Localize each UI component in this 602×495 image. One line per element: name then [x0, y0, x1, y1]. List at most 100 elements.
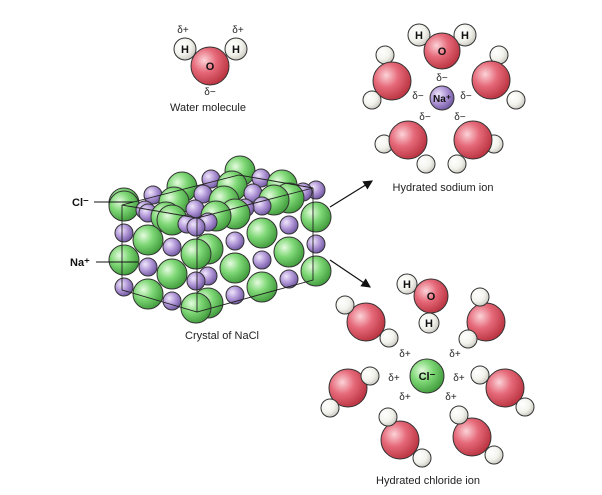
chloride-water-hydrogen	[458, 329, 478, 349]
water-hydrogen-left	[173, 37, 197, 61]
crystal-sodium-ion	[162, 291, 182, 311]
crystal-sodium-ion	[186, 271, 206, 291]
crystal-chloride-ion	[180, 292, 212, 324]
chloride-water-o: O	[427, 291, 436, 303]
na-ion-label: Na⁺	[70, 257, 90, 269]
chloride-delta-4: δ+	[453, 373, 465, 384]
sodium-ion-label: Na⁺	[433, 94, 451, 105]
chloride-delta-6: δ+	[445, 392, 457, 403]
water-h-right-label: H	[232, 44, 240, 56]
nacl-crystal: Cl⁻ Na⁺ Crystal of NaCl	[70, 155, 332, 342]
crystal-chloride-ion	[180, 238, 212, 270]
chloride-water-h-bottom: H	[425, 318, 433, 330]
sodium-water-oxygen	[471, 60, 511, 100]
crystal-caption: Crystal of NaCl	[185, 330, 259, 342]
crystal-sodium-ion	[114, 277, 134, 297]
crystal-chloride-ion	[300, 255, 332, 287]
chloride-water-oxygen	[346, 302, 386, 342]
chloride-delta-3: δ+	[388, 373, 400, 384]
sodium-delta-left: δ−	[412, 91, 424, 102]
crystal-sodium-ion	[306, 234, 326, 254]
crystal-sodium-ion	[279, 269, 299, 289]
sodium-water-oxygen	[453, 120, 493, 160]
sodium-delta-bottom-left: δ−	[419, 112, 431, 123]
water-h-left-label: H	[181, 44, 189, 56]
crystal-lattice	[108, 155, 332, 324]
chloride-water-oxygen	[380, 420, 420, 460]
sodium-water-hydrogen	[453, 23, 477, 47]
crystal-sodium-ion	[225, 285, 245, 305]
crystal-chloride-ion	[156, 258, 188, 290]
chloride-ion	[409, 358, 445, 394]
chloride-caption: Hydrated chloride ion	[376, 475, 480, 487]
crystal-chloride-ion	[108, 244, 140, 276]
chloride-delta-2: δ+	[449, 349, 461, 360]
arrow-to-chloride	[329, 259, 371, 288]
sodium-delta-top: δ−	[436, 73, 448, 84]
water-delta-minus: δ−	[204, 87, 216, 98]
water-hydrogen-right	[224, 37, 248, 61]
crystal-chloride-ion	[273, 236, 305, 268]
crystal-sodium-ion	[114, 223, 134, 243]
sodium-water-oxygen	[388, 120, 428, 160]
sodium-water-hydrogen	[447, 154, 467, 174]
chloride-water-hydrogen	[470, 365, 490, 385]
crystal-sodium-ion	[279, 215, 299, 235]
sodium-water-hydrogen	[375, 45, 395, 65]
sodium-water-hydrogen	[407, 23, 431, 47]
crystal-chloride-ion	[246, 271, 278, 303]
chloride-water-oxygen	[485, 368, 525, 408]
sodium-ion	[429, 85, 455, 111]
sodium-water-hydrogen	[416, 154, 436, 174]
chloride-delta-5: δ+	[399, 392, 411, 403]
chloride-water-hydrogen	[378, 407, 398, 427]
chloride-water-hydrogen	[360, 366, 380, 386]
chloride-water-hydrogen	[418, 312, 440, 334]
chloride-water-hydrogen	[515, 397, 535, 417]
arrow-to-sodium	[329, 180, 374, 208]
water-molecule-caption: Water molecule	[170, 102, 246, 114]
water-oxygen	[190, 46, 230, 86]
cl-ion-label: Cl⁻	[72, 197, 89, 209]
chloride-water-hydrogen	[320, 398, 340, 418]
chloride-ion-label: Cl⁻	[419, 371, 436, 383]
hydrated-chloride-ion: Cl⁻ H O H δ+ δ+ δ+ δ+ δ+ δ+ Hydrated chl…	[320, 273, 535, 487]
chloride-water-hydrogen	[449, 405, 469, 425]
chloride-water-hydrogen	[470, 287, 490, 307]
sodium-water-shell	[362, 23, 526, 174]
sodium-delta-bottom-right: δ−	[454, 112, 466, 123]
sodium-caption: Hydrated sodium ion	[393, 182, 494, 194]
crystal-chloride-ion	[300, 201, 332, 233]
sodium-water-o: O	[438, 46, 447, 58]
sodium-water-oxygen	[372, 61, 412, 101]
chloride-water-hydrogen	[396, 273, 418, 295]
crystal-sodium-ion	[252, 250, 272, 270]
sodium-water-hydrogen	[362, 90, 382, 110]
water-delta-plus-left: δ+	[177, 25, 189, 36]
crystal-sodium-ion	[162, 237, 182, 257]
hydrated-sodium-ion: Na⁺ H H O δ− δ− δ− δ− δ− Hydrated sodium…	[362, 23, 526, 194]
chloride-water-h-top: H	[403, 279, 411, 291]
crystal-sodium-ion	[138, 257, 158, 277]
crystal-chloride-ion	[246, 217, 278, 249]
crystal-sodium-ion	[225, 231, 245, 251]
water-delta-plus-right: δ+	[232, 25, 244, 36]
sodium-delta-right: δ−	[460, 91, 472, 102]
chloride-water-hydrogen	[412, 448, 432, 468]
crystal-chloride-ion	[132, 224, 164, 256]
sodium-water-hydrogen	[506, 90, 526, 110]
crystal-chloride-ion	[132, 278, 164, 310]
sodium-water-oxygen	[423, 32, 461, 70]
chloride-water-hydrogen	[335, 295, 355, 315]
chloride-water-shell	[320, 273, 535, 468]
water-molecule: H H O δ+ δ+ δ− Water molecule	[170, 25, 248, 114]
crystal-chloride-ion	[108, 190, 140, 222]
water-o-label: O	[206, 61, 215, 73]
sodium-water-h-left: H	[415, 30, 423, 42]
crystal-chloride-ion	[219, 252, 251, 284]
chloride-water-oxygen	[452, 417, 492, 457]
sodium-water-h-right: H	[461, 30, 469, 42]
crystal-sodium-ion	[186, 217, 206, 237]
